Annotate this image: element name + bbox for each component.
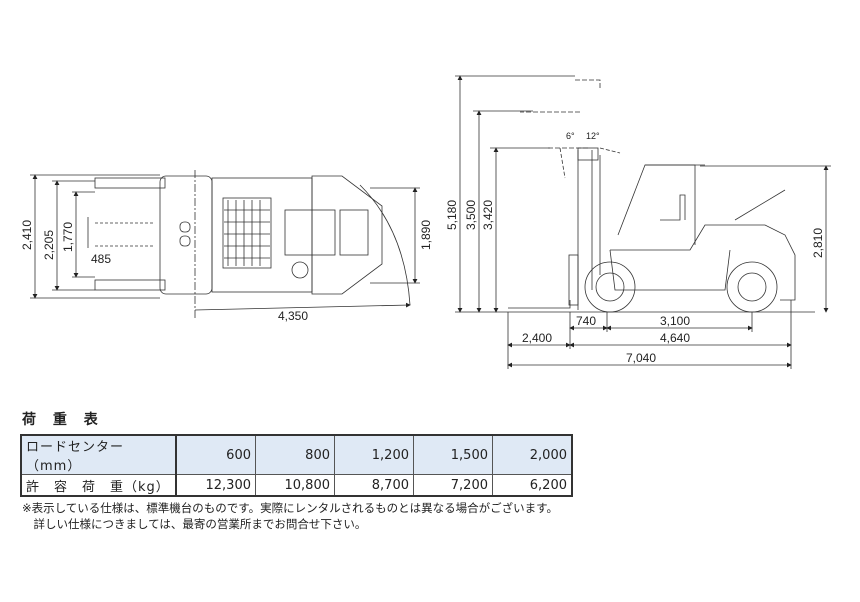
top-view-drawing <box>94 170 411 320</box>
table-cell: 2,000 <box>492 434 573 475</box>
table-cell: 1,200 <box>334 434 414 475</box>
dim-front-overhang: 740 <box>576 314 596 328</box>
dim-fork-inner: 485 <box>91 252 111 266</box>
table-cell: 12,300 <box>175 474 256 497</box>
dim-turning-radius: 4,350 <box>278 309 308 323</box>
side-view-drawing <box>455 79 815 313</box>
dim-lift-height: 3,500 <box>464 200 478 230</box>
note-line: 詳しい仕様につきましては、最寄の営業所までお問合せ下さい。 <box>22 517 367 531</box>
dim-head-guard: 2,810 <box>811 228 825 258</box>
dim-tilt-forward: 6° <box>566 131 575 141</box>
dim-tilt-backward: 12° <box>586 131 600 141</box>
table-row: 許 容 荷 重（kg） 12,300 10,800 8,700 7,200 6,… <box>20 474 573 497</box>
note-line: ※表示している仕様は、標準機台のものです。実際にレンタルされるものとは異なる場合… <box>22 501 558 515</box>
table-cell: 7,200 <box>413 474 493 497</box>
table-cell: 800 <box>255 434 335 475</box>
dim-mast-height: 3,420 <box>481 200 495 230</box>
row-header: 許 容 荷 重（kg） <box>20 474 177 497</box>
dim-wheelbase: 3,100 <box>660 314 690 328</box>
load-table: ロードセンター（mm） 600 800 1,200 1,500 2,000 許 … <box>20 434 573 497</box>
table-cell: 8,700 <box>334 474 414 497</box>
notes: ※表示している仕様は、標準機台のものです。実際にレンタルされるものとは異なる場合… <box>22 500 558 532</box>
dim-tread-width: 2,205 <box>42 230 56 260</box>
table-cell: 10,800 <box>255 474 335 497</box>
table-cell: 6,200 <box>492 474 573 497</box>
forklift-drawing: 2,410 2,205 1,770 485 1,890 4,350 5,180 … <box>20 75 831 369</box>
dim-rear-width: 1,890 <box>419 220 433 250</box>
row-header: ロードセンター（mm） <box>20 434 177 475</box>
table-cell: 600 <box>175 434 256 475</box>
dim-body-length: 4,640 <box>660 331 690 345</box>
load-table-title: 荷 重 表 <box>22 412 104 428</box>
dim-fork-outer: 1,770 <box>61 222 75 252</box>
dim-fork-length: 2,400 <box>522 331 552 345</box>
table-row: ロードセンター（mm） 600 800 1,200 1,500 2,000 <box>20 434 573 475</box>
dim-max-height: 5,180 <box>445 200 459 230</box>
table-cell: 1,500 <box>413 434 493 475</box>
dim-overall-width: 2,410 <box>20 220 34 250</box>
dim-overall-length: 7,040 <box>626 351 656 365</box>
